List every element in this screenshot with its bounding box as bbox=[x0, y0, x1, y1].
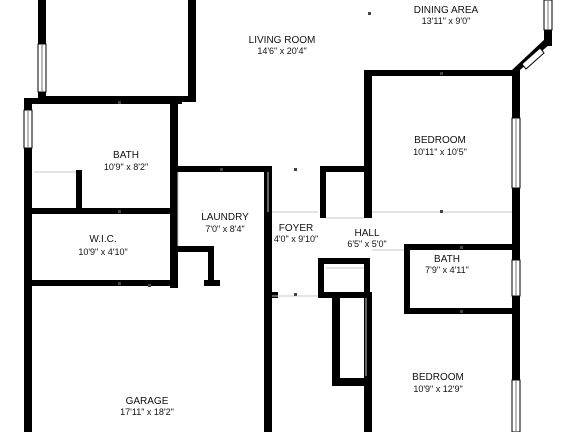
wall-bath-bottom bbox=[24, 208, 178, 214]
wall-closet-left bbox=[320, 166, 326, 218]
bedroom-2-dims: 10'9" x 12'9" bbox=[413, 384, 462, 394]
bath-2-dims: 7'9" x 4'11" bbox=[425, 265, 469, 275]
bedroom-1-name: BEDROOM bbox=[414, 135, 466, 146]
wall-laundry-bottom-2 bbox=[204, 280, 220, 286]
wall-right-outer bbox=[512, 70, 520, 432]
living-room-name: LIVING ROOM bbox=[249, 35, 316, 46]
bath-1-dims: 10'9" x 8'2" bbox=[104, 162, 148, 172]
wall-hall-bottom-left bbox=[318, 258, 324, 298]
wall-hall-bottom-right bbox=[364, 258, 370, 298]
hall-dims: 6'5" x 5'0" bbox=[347, 239, 386, 249]
foyer-dims: 4'0" x 9'10" bbox=[274, 234, 318, 244]
wall-bath2-left bbox=[404, 244, 410, 314]
wall-hall-left bbox=[332, 292, 340, 384]
room-labels: LIVING ROOM 14'6" x 20'4" DINING AREA 13… bbox=[78, 5, 478, 417]
bedroom-1-dims: 10'11" x 10'5" bbox=[413, 147, 467, 157]
wall-closet-top bbox=[320, 166, 368, 172]
wall-bedroom2-left bbox=[364, 292, 372, 432]
dining-area-dims: 13'11" x 9'0" bbox=[422, 16, 471, 26]
garage-name: GARAGE bbox=[126, 396, 169, 407]
wall-living-left bbox=[188, 0, 196, 100]
wall-garage-corner bbox=[170, 280, 178, 288]
wic-dims: 10'9" x 4'10" bbox=[78, 247, 127, 257]
wall-bath-stub bbox=[76, 170, 82, 210]
wall-wic-bottom bbox=[24, 280, 178, 286]
wall-bath-top bbox=[24, 98, 182, 104]
bath-2-name: BATH bbox=[434, 254, 460, 265]
wic-name: W.I.C. bbox=[89, 234, 116, 245]
wall-bedroom1-left bbox=[364, 70, 372, 218]
windows bbox=[23, 0, 553, 432]
wall-left-outer bbox=[24, 98, 32, 432]
foyer-name: FOYER bbox=[279, 223, 313, 234]
dining-area-name: DINING AREA bbox=[414, 5, 479, 16]
wall-hall-bottom bbox=[318, 258, 370, 264]
laundry-dims: 7'0" x 8'4" bbox=[205, 224, 244, 234]
garage-dims: 17'11" x 18'2" bbox=[120, 407, 174, 417]
hall-name: HALL bbox=[354, 228, 379, 239]
dimension-ticks bbox=[118, 12, 463, 313]
walls bbox=[24, 0, 552, 432]
wall-laundry-bottom-1 bbox=[178, 246, 214, 252]
doors bbox=[34, 171, 512, 376]
wall-laundry-notch bbox=[208, 246, 214, 286]
laundry-name: LAUNDRY bbox=[201, 212, 249, 223]
wall-bedroom2-notch bbox=[332, 378, 368, 386]
bedroom-2-name: BEDROOM bbox=[412, 372, 464, 383]
bath-1-name: BATH bbox=[113, 150, 139, 161]
wall-foyer-bottom-left bbox=[264, 292, 278, 298]
living-room-dims: 14'6" x 20'4" bbox=[257, 46, 306, 56]
window-dining-angle bbox=[521, 47, 545, 70]
wall-dining-angle bbox=[512, 38, 550, 70]
wall-laundry-right bbox=[264, 166, 272, 432]
wall-foyer-bottom-right bbox=[318, 292, 368, 298]
wall-bath-right bbox=[170, 98, 178, 288]
